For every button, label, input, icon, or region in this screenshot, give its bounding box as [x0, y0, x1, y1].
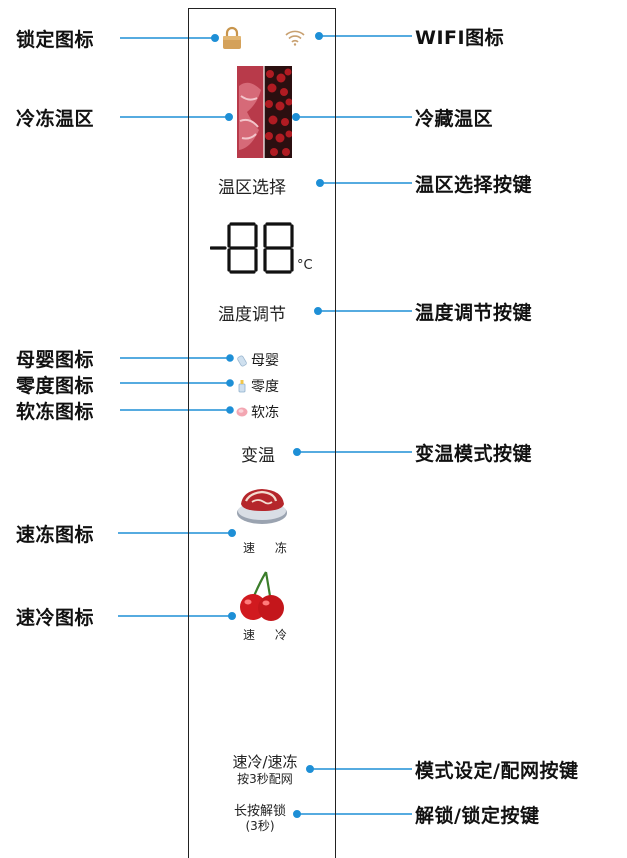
zero-indicator: 零度	[236, 376, 279, 396]
zero-label: 零度	[251, 379, 279, 395]
label-lock-icon: 锁定图标	[16, 29, 95, 51]
zone-select-button[interactable]: 温区选择	[218, 178, 286, 198]
soft-freeze-icon	[236, 407, 248, 417]
baby-bottle-icon	[237, 355, 247, 367]
label-maternal-icon: 母婴图标	[16, 349, 95, 371]
zero-degree-icon	[238, 380, 246, 393]
mode-set-label: 速冷/速冻	[232, 753, 298, 771]
cherries-icon	[240, 571, 284, 621]
label-soft-freeze-icon: 软冻图标	[16, 401, 95, 423]
soft-freeze-label: 软冻	[251, 405, 279, 421]
label-zero-icon: 零度图标	[16, 375, 95, 397]
label-unlock-key: 解锁/锁定按键	[415, 805, 540, 827]
unlock-label: 长按解锁	[233, 804, 286, 819]
soft-freeze-indicator: 软冻	[236, 402, 279, 422]
temperature-unit: °C	[297, 258, 313, 273]
label-zone-select-key: 温区选择按键	[415, 174, 533, 196]
label-freeze-zone: 冷冻温区	[16, 108, 95, 130]
control-panel	[188, 8, 336, 858]
label-variable-mode-key: 变温模式按键	[415, 443, 533, 465]
temp-adjust-button[interactable]: 温度调节	[218, 305, 286, 325]
mode-set-button[interactable]: 速冷/速冻 按3秒配网	[222, 751, 308, 786]
unlock-button[interactable]: 长按解锁 (3秒)	[226, 800, 294, 833]
quick-cool-label: 速 冷	[243, 628, 295, 642]
label-quick-cool-icon: 速冷图标	[16, 607, 95, 629]
label-quick-freeze-icon: 速冻图标	[16, 524, 95, 546]
maternal-label: 母婴	[251, 353, 279, 369]
label-fridge-zone: 冷藏温区	[415, 108, 494, 130]
quick-freeze-label: 速 冻	[243, 541, 295, 555]
zone-image	[237, 66, 292, 158]
steak-icon	[237, 489, 287, 524]
label-wifi-icon: WIFI图标	[415, 27, 505, 49]
variable-mode-button[interactable]: 变温	[241, 446, 275, 466]
wifi-icon	[285, 30, 305, 46]
label-mode-set-key: 模式设定/配网按键	[415, 760, 579, 782]
lock-icon	[223, 26, 241, 49]
temperature-display	[210, 222, 294, 274]
maternal-indicator: 母婴	[236, 350, 279, 370]
mode-set-sublabel: 按3秒配网	[237, 772, 293, 786]
label-temp-adjust-key: 温度调节按键	[415, 302, 533, 324]
unlock-sublabel: (3秒)	[245, 819, 275, 833]
